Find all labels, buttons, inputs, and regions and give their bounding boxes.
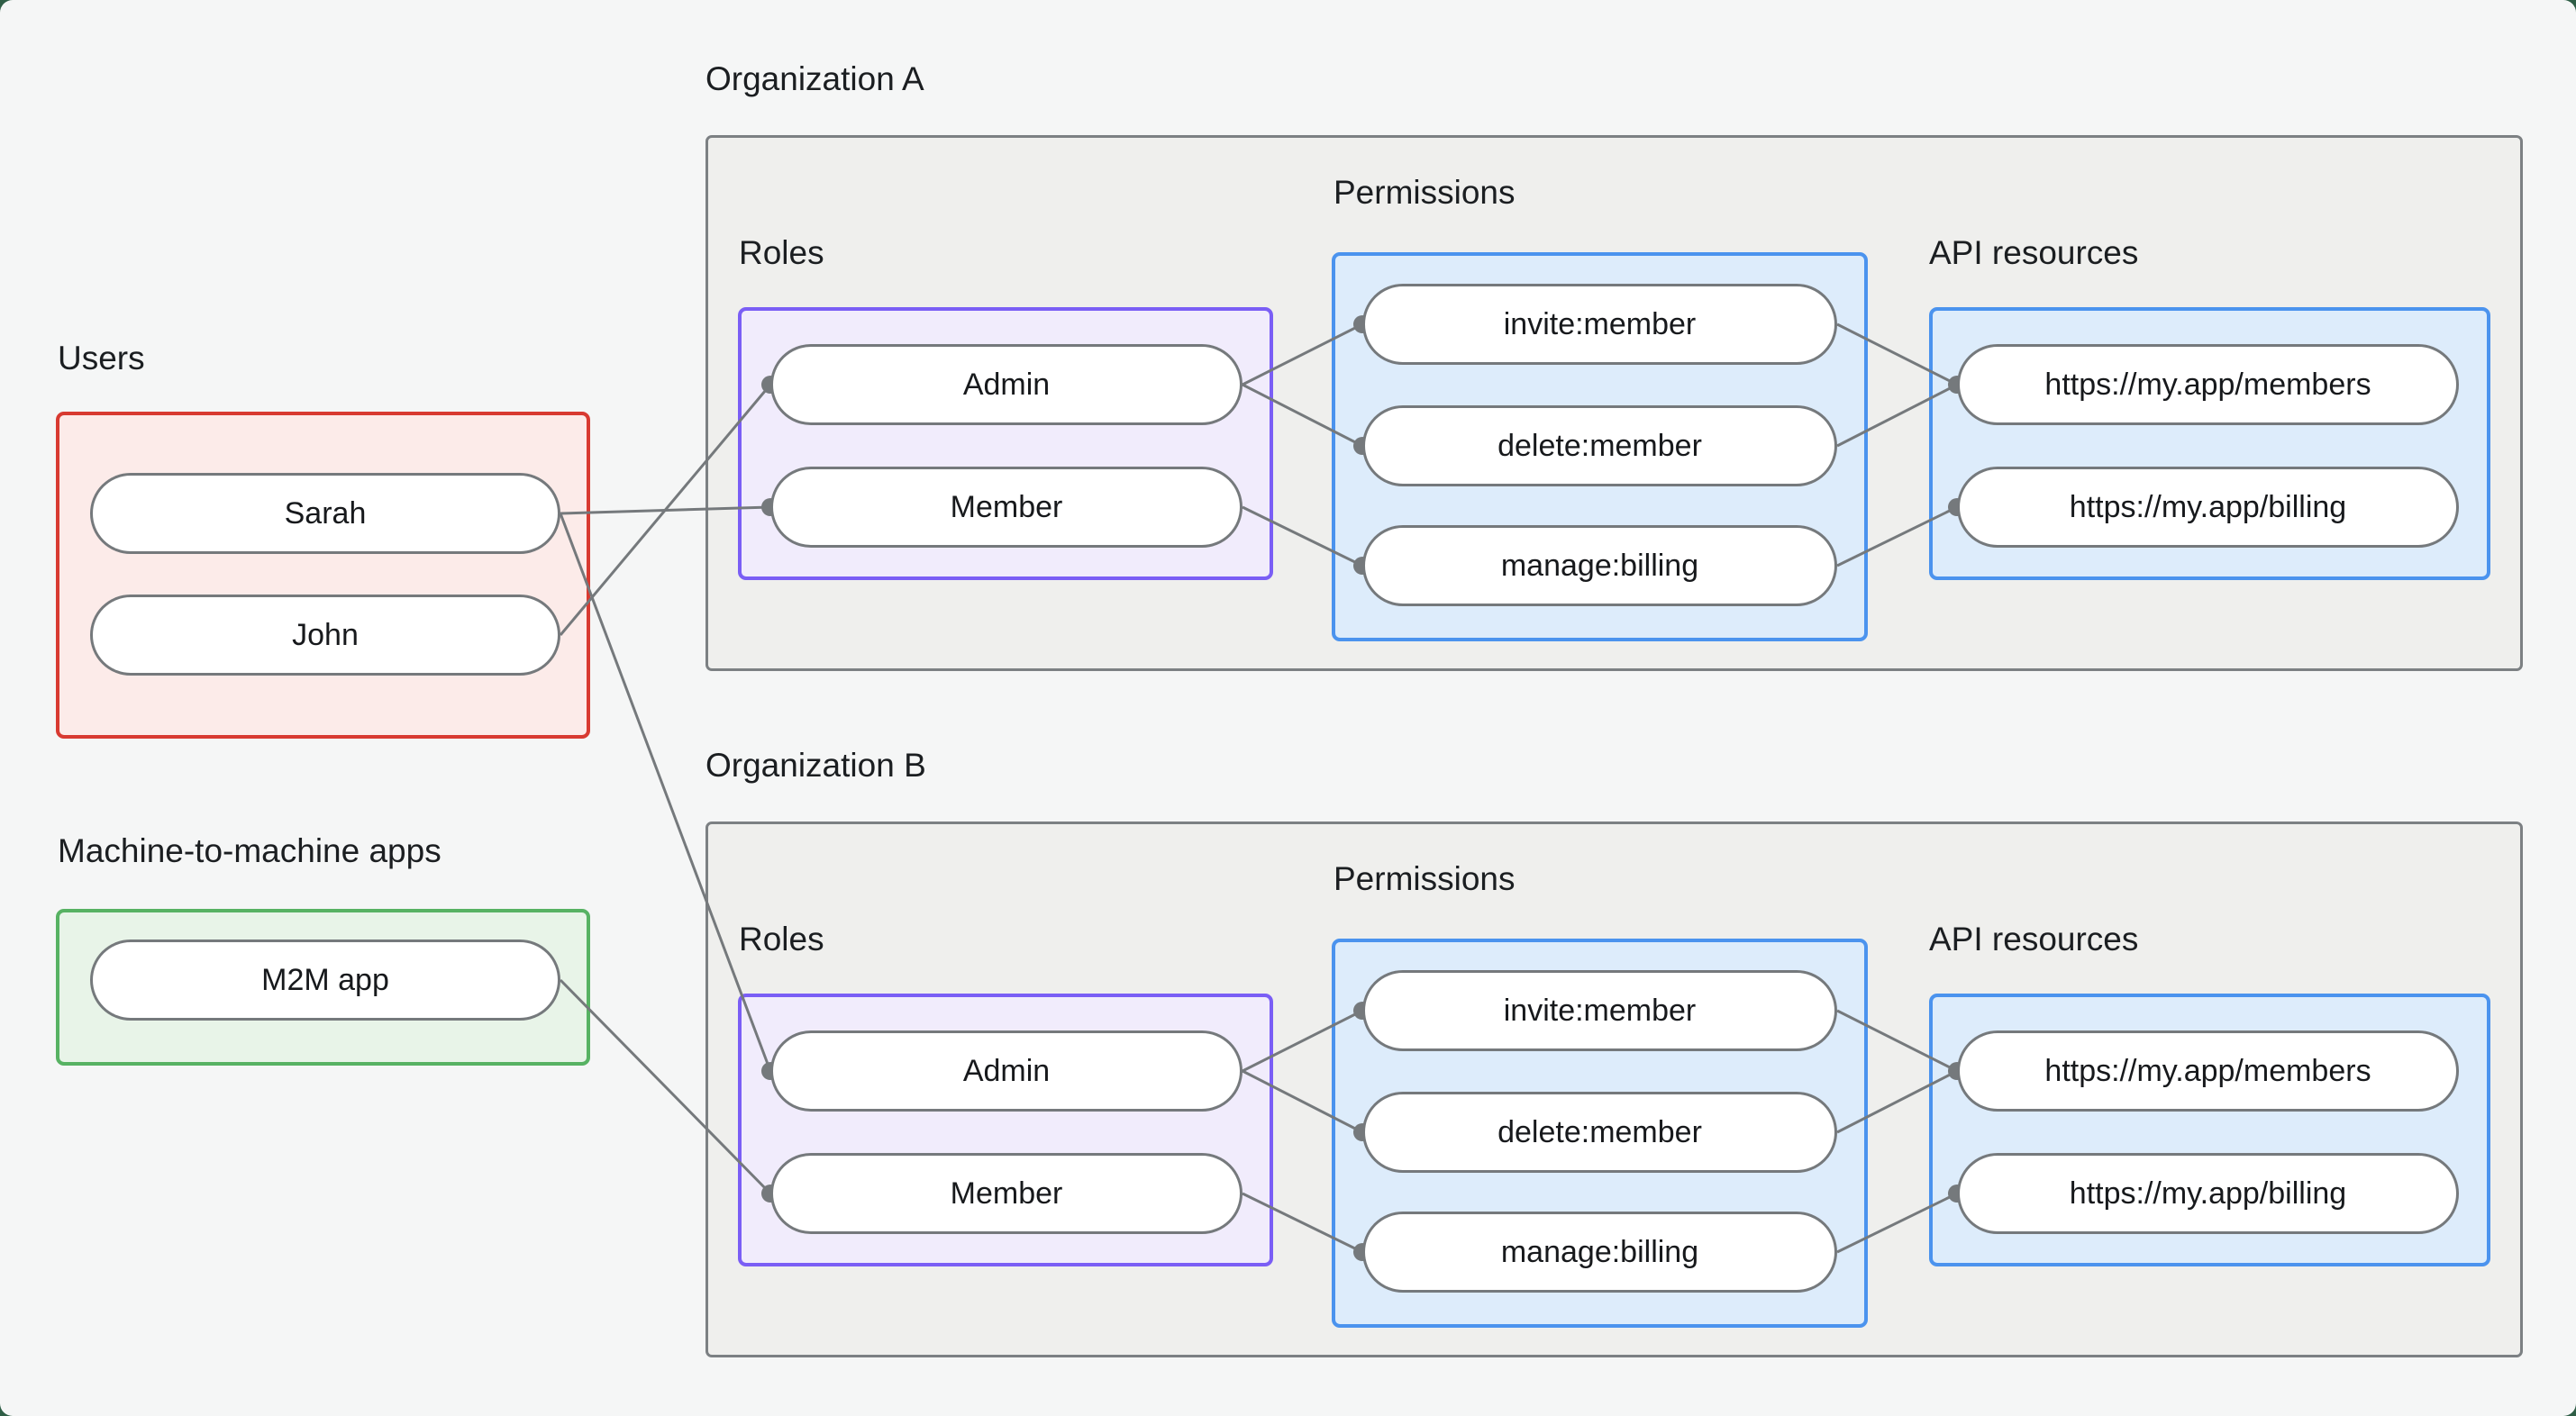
- node-org-b-perm-invite: invite:member: [1362, 970, 1837, 1051]
- node-org-a-perm-manage: manage:billing: [1362, 525, 1837, 606]
- org-a-permissions-label: Permissions: [1334, 174, 1516, 211]
- node-org-b-perm-delete: delete:member: [1362, 1092, 1837, 1173]
- node-org-b-role-member: Member: [770, 1153, 1242, 1234]
- org-a-title: Organization A: [705, 60, 924, 97]
- users-group-label: Users: [58, 340, 145, 377]
- node-org-a-res-billing: https://my.app/billing: [1957, 467, 2459, 548]
- node-org-a-perm-delete: delete:member: [1362, 405, 1837, 486]
- org-a-roles-label: Roles: [739, 234, 824, 271]
- node-org-b-perm-manage: manage:billing: [1362, 1212, 1837, 1293]
- users-box: [56, 412, 590, 739]
- m2m-group-label: Machine-to-machine apps: [58, 832, 441, 869]
- org-b-api-label: API resources: [1929, 921, 2139, 958]
- node-org-b-res-billing: https://my.app/billing: [1957, 1153, 2459, 1234]
- node-org-a-role-member: Member: [770, 467, 1242, 548]
- node-user-john: John: [90, 595, 560, 676]
- org-b-permissions-label: Permissions: [1334, 860, 1516, 897]
- org-a-api-label: API resources: [1929, 234, 2139, 271]
- node-user-sarah: Sarah: [90, 473, 560, 554]
- node-m2m-app: M2M app: [90, 939, 560, 1021]
- org-b-title: Organization B: [705, 747, 926, 784]
- node-org-a-res-members: https://my.app/members: [1957, 344, 2459, 425]
- node-org-b-role-admin: Admin: [770, 1030, 1242, 1112]
- org-b-roles-label: Roles: [739, 921, 824, 958]
- node-org-b-res-members: https://my.app/members: [1957, 1030, 2459, 1112]
- node-org-a-role-admin: Admin: [770, 344, 1242, 425]
- node-org-a-perm-invite: invite:member: [1362, 284, 1837, 365]
